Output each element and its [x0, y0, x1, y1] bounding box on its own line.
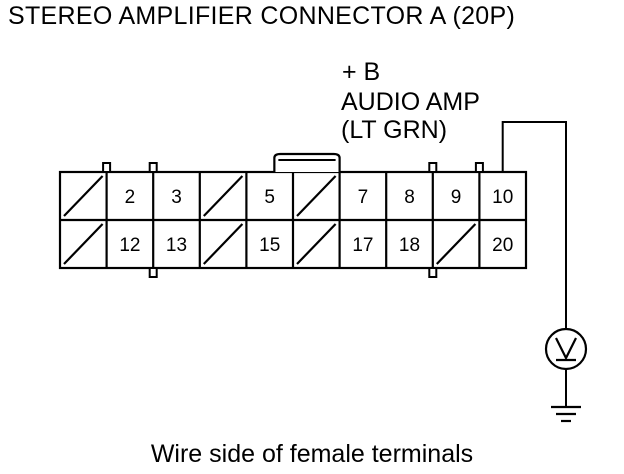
- terminal-number: 5: [264, 187, 275, 208]
- terminal-number: 20: [492, 235, 513, 256]
- empty-cavity-slash: [296, 175, 337, 217]
- wire-label-color: (LT GRN): [341, 116, 448, 144]
- empty-cavity-slash: [436, 223, 477, 265]
- caption: Wire side of female terminals: [150, 440, 474, 468]
- terminal-number: 9: [451, 187, 462, 208]
- terminal-number: 15: [259, 235, 280, 256]
- empty-cavity-slash: [63, 223, 104, 265]
- ground-icon: [551, 405, 581, 423]
- connector-tab: [474, 162, 484, 173]
- test-wiring: [501, 121, 588, 423]
- connector-tab: [428, 162, 438, 173]
- connector-tab: [148, 267, 158, 278]
- connector-tab: [428, 267, 438, 278]
- connector-body: 2 3 5 7 8 9 10 12 13 15 17 18 20: [58, 152, 528, 278]
- terminal-number: 2: [125, 187, 136, 208]
- terminal-number: 12: [119, 235, 140, 256]
- voltmeter-symbol: [555, 337, 577, 361]
- terminal-number: 13: [166, 235, 187, 256]
- terminal-number: 3: [171, 187, 182, 208]
- terminal-number: 17: [352, 235, 373, 256]
- connector-tab: [148, 162, 158, 173]
- empty-cavity-slash: [296, 223, 337, 265]
- empty-cavity-slash: [203, 223, 244, 265]
- wire-label-power: + B: [342, 58, 381, 86]
- terminal-number: 7: [358, 187, 369, 208]
- empty-cavity-slash: [203, 175, 244, 217]
- terminal-number: 8: [404, 187, 415, 208]
- terminal-number: 10: [492, 187, 513, 208]
- voltmeter-icon: [544, 327, 588, 371]
- terminal-number: 18: [399, 235, 420, 256]
- diagram-title: STEREO AMPLIFIER CONNECTOR A (20P): [8, 2, 516, 30]
- wire-label-circuit: AUDIO AMP: [341, 88, 480, 116]
- empty-cavity-slash: [63, 175, 104, 217]
- connector-tab: [102, 162, 112, 173]
- connector-latch: [273, 152, 341, 172]
- probe-wire: [501, 121, 567, 330]
